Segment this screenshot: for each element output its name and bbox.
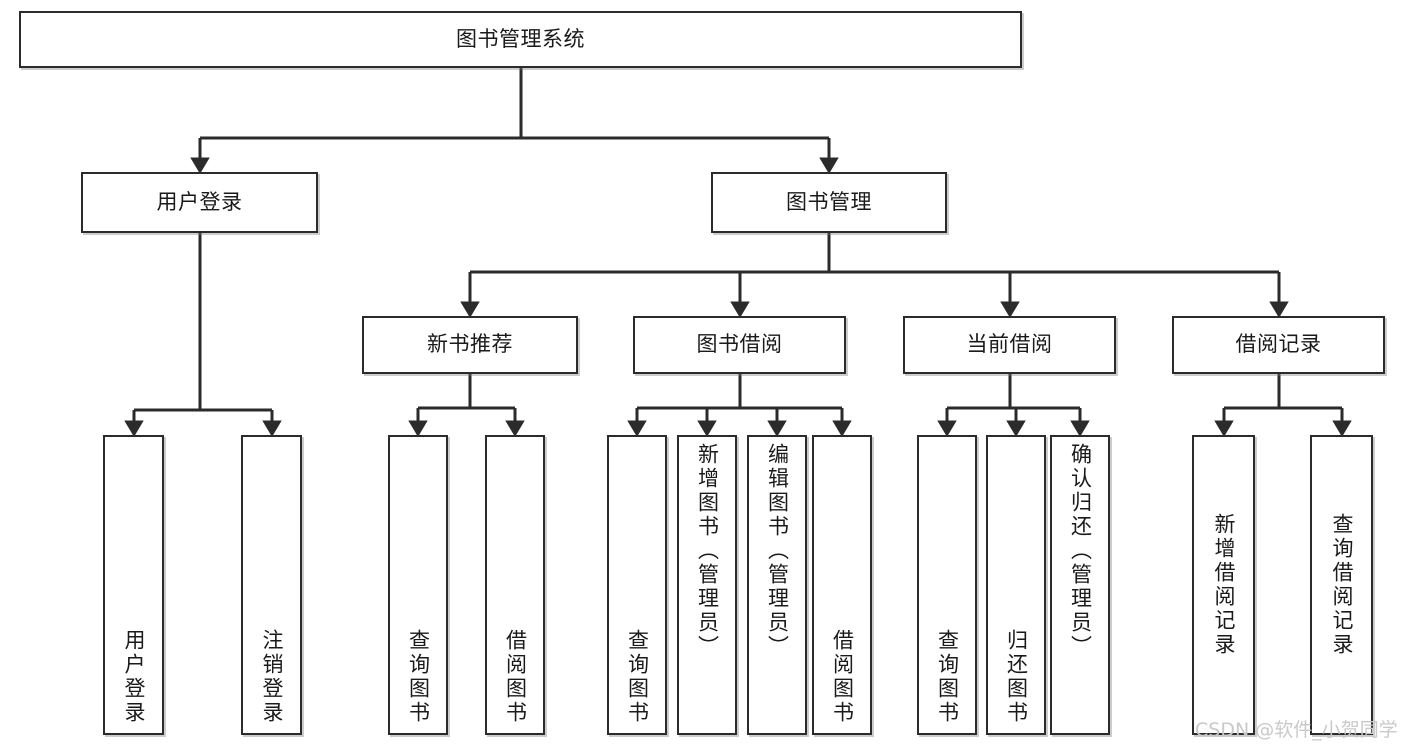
node-label: 用户登录 [156, 189, 243, 214]
node-book-mgmt[interactable]: 图书管理 [711, 172, 947, 233]
node-label: 用户登录 [122, 629, 146, 725]
node-label: 借阅图书 [503, 629, 528, 725]
node-label: 归还图书 [1004, 629, 1029, 725]
node-leaf-cb-confirm[interactable]: 确认归还（管理员） [1050, 435, 1110, 735]
node-label: 查询借阅记录 [1330, 513, 1354, 657]
node-label: 新书推荐 [427, 332, 513, 357]
node-leaf-bb-add[interactable]: 新增图书（管理员） [677, 435, 737, 735]
node-label: 图书管理系统 [456, 26, 585, 51]
node-label: 借阅记录 [1235, 332, 1322, 357]
node-leaf-br-query[interactable]: 查询借阅记录 [1310, 435, 1373, 735]
node-book-borrow[interactable]: 图书借阅 [633, 316, 846, 374]
node-label: 查询图书 [406, 629, 431, 725]
node-leaf-logout[interactable]: 注销登录 [241, 435, 302, 735]
node-label: 新增借阅记录 [1212, 513, 1236, 657]
node-label: 注销登录 [260, 629, 284, 725]
node-leaf-bb-edit[interactable]: 编辑图书（管理员） [747, 435, 807, 735]
node-leaf-rec-borrow[interactable]: 借阅图书 [485, 435, 545, 735]
node-label: 查询图书 [935, 629, 960, 725]
edge-group [124, 68, 1352, 437]
node-label: 图书借阅 [696, 332, 783, 357]
node-new-book-rec[interactable]: 新书推荐 [362, 316, 578, 374]
node-leaf-br-add[interactable]: 新增借阅记录 [1192, 435, 1255, 735]
node-label: 查询图书 [625, 629, 650, 725]
node-leaf-bb-borrow[interactable]: 借阅图书 [812, 435, 872, 735]
node-current-borrow[interactable]: 当前借阅 [903, 316, 1116, 374]
node-label: 图书管理 [786, 189, 872, 214]
node-leaf-user-login[interactable]: 用户登录 [103, 435, 164, 735]
node-label: 当前借阅 [966, 332, 1053, 357]
node-label: 新增图书（管理员） [695, 443, 720, 659]
node-leaf-rec-query[interactable]: 查询图书 [388, 435, 448, 735]
node-leaf-cb-query[interactable]: 查询图书 [917, 435, 977, 735]
node-borrow-record[interactable]: 借阅记录 [1172, 316, 1385, 374]
node-leaf-bb-query[interactable]: 查询图书 [607, 435, 667, 735]
node-root[interactable]: 图书管理系统 [19, 11, 1022, 68]
node-user-login[interactable]: 用户登录 [81, 172, 318, 233]
node-label: 确认归还（管理员） [1068, 443, 1093, 659]
node-label: 编辑图书（管理员） [765, 443, 790, 659]
node-leaf-cb-return[interactable]: 归还图书 [986, 435, 1046, 735]
node-label: 借阅图书 [830, 629, 855, 725]
